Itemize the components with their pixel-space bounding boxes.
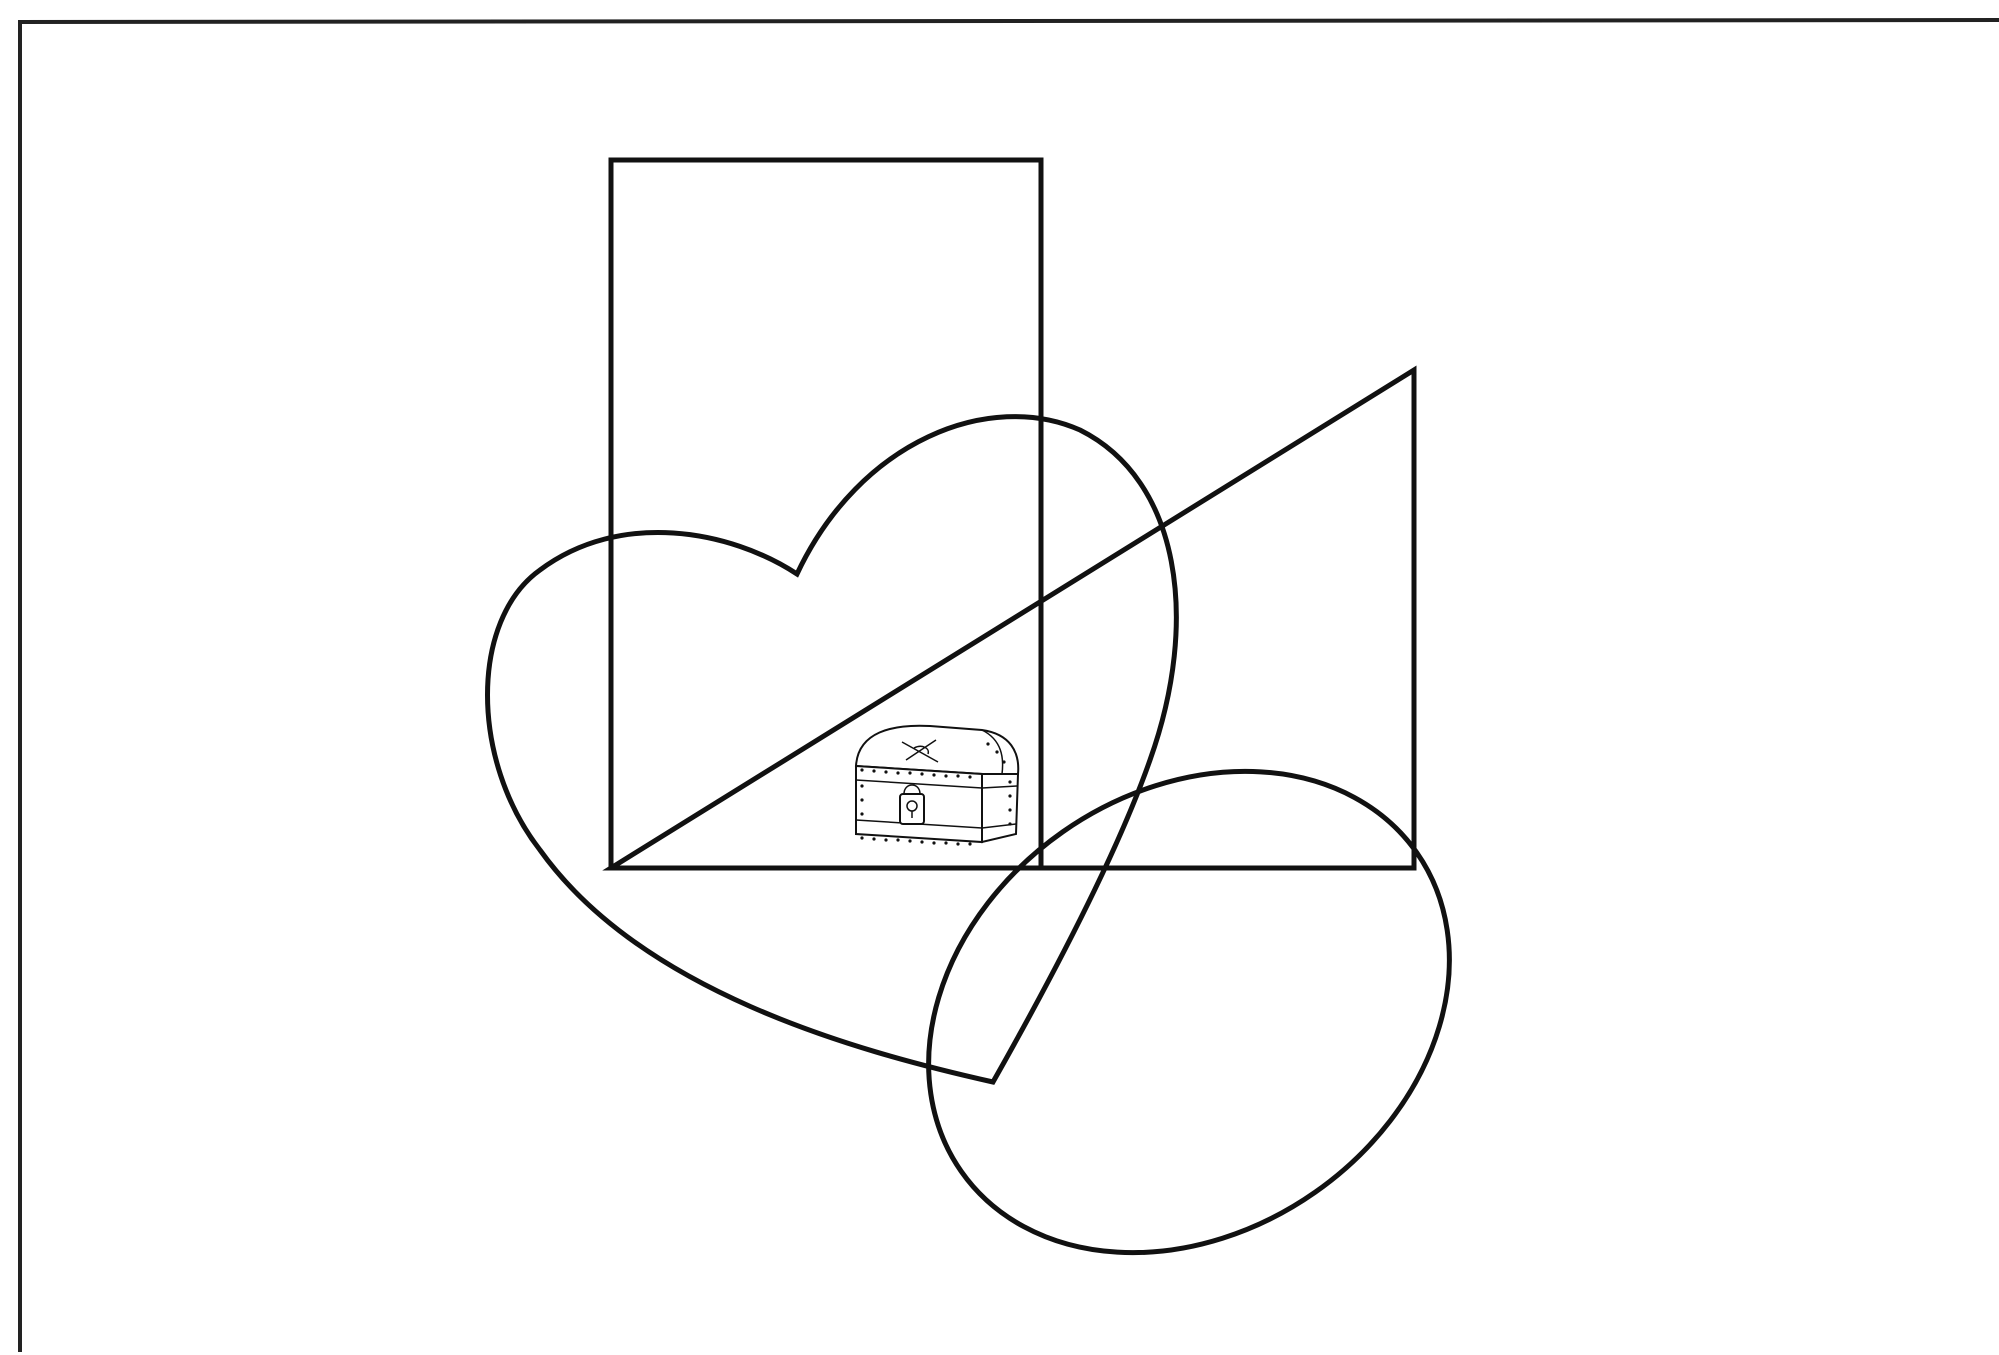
page-border bbox=[20, 20, 1999, 1352]
heart-shape bbox=[488, 417, 1177, 1082]
treasure-chest-icon bbox=[856, 726, 1018, 846]
